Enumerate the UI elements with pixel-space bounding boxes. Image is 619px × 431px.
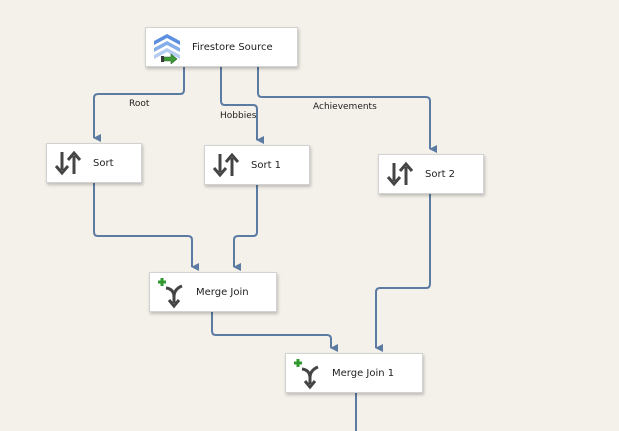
sort1-label: Sort 1 [251,159,282,171]
sort-icon [383,157,417,191]
path-label-root[interactable]: Root [129,99,150,109]
path-root-connector[interactable] [93,67,185,142]
sort-to-merge-join-connector[interactable] [93,183,199,271]
merge-join1-node[interactable]: Merge Join 1 [285,353,423,393]
merge-join-label: Merge Join [196,286,249,298]
sort2-label: Sort 2 [425,168,456,180]
merge-join-node[interactable]: Merge Join [149,272,277,312]
path-label-hobbies[interactable]: Hobbies [220,111,257,121]
sort-label: Sort [93,157,114,169]
data-source-icon [150,30,184,65]
firestore-source-label: Firestore Source [192,41,273,53]
sort1-to-merge-join-connector[interactable] [233,185,258,271]
path-label-achievements[interactable]: Achievements [313,102,377,112]
path-achievements-connector[interactable] [257,67,437,153]
sort-node[interactable]: Sort [46,143,142,183]
sort-icon [209,148,243,182]
firestore-source-node[interactable]: Firestore Source [145,27,298,67]
merge-join-to-merge-join1-connector[interactable] [211,312,338,352]
sort-icon [51,146,85,180]
path-hobbies-connector[interactable] [220,67,264,144]
merge-join1-label: Merge Join 1 [332,367,395,379]
sort1-node[interactable]: Sort 1 [204,145,310,185]
merge-join-icon [154,275,188,309]
sort2-node[interactable]: Sort 2 [378,154,484,194]
sort2-to-merge-join1-connector[interactable] [375,194,431,352]
merge-join-icon [290,356,324,390]
